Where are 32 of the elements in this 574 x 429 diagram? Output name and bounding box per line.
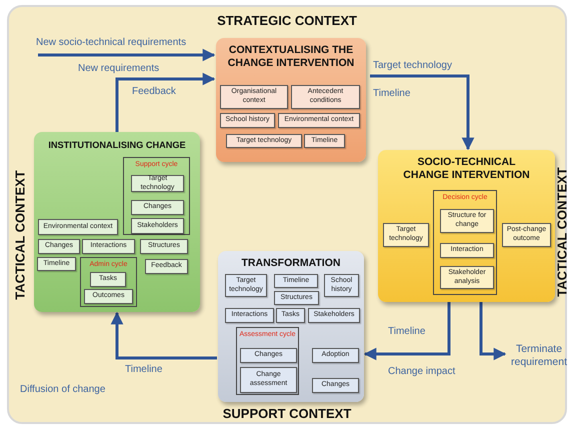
flow-note: Diffusion of change [20,384,106,395]
arrow [110,312,217,360]
edge-label: Target technology [373,60,452,71]
phase-panel [378,150,555,302]
edge-label: Timeline [388,326,426,337]
phase-panel [216,38,366,162]
phase-title: TRANSFORMATION [240,257,342,270]
phase-title: CONTEXTUALISING THE CHANGE INTERVENTION [226,44,356,70]
context-heading: TACTICAL CONTEXT [554,167,570,297]
flow-note: Timeline [373,88,410,99]
context-heading: STRATEGIC CONTEXT [217,13,357,28]
cycle-box [123,157,190,235]
cycle-box [236,327,299,395]
cycle-box [433,190,497,295]
arrow [116,72,216,132]
edge-label: New requirements [78,63,160,74]
context-heading: SUPPORT CONTEXT [222,406,352,421]
outcome-text: Terminate requirement [506,343,572,369]
phase-panel [34,132,200,312]
phase-title: INSTITUTIONALISING CHANGE [47,140,187,152]
arrow [38,48,216,62]
flow-note: Change impact [388,366,456,377]
context-heading: TACTICAL CONTEXT [12,170,28,300]
arrow [364,302,450,360]
arrow [480,302,506,360]
phase-panel [218,251,364,402]
flow-note: Feedback [132,86,176,97]
cycle-box [80,257,137,307]
phase-title: SOCIO-TECHNICAL CHANGE INTERVENTION [402,156,531,182]
arrow [370,74,474,150]
edge-label: New socio-technical requirements [36,37,186,48]
edge-label: Timeline [125,364,162,375]
